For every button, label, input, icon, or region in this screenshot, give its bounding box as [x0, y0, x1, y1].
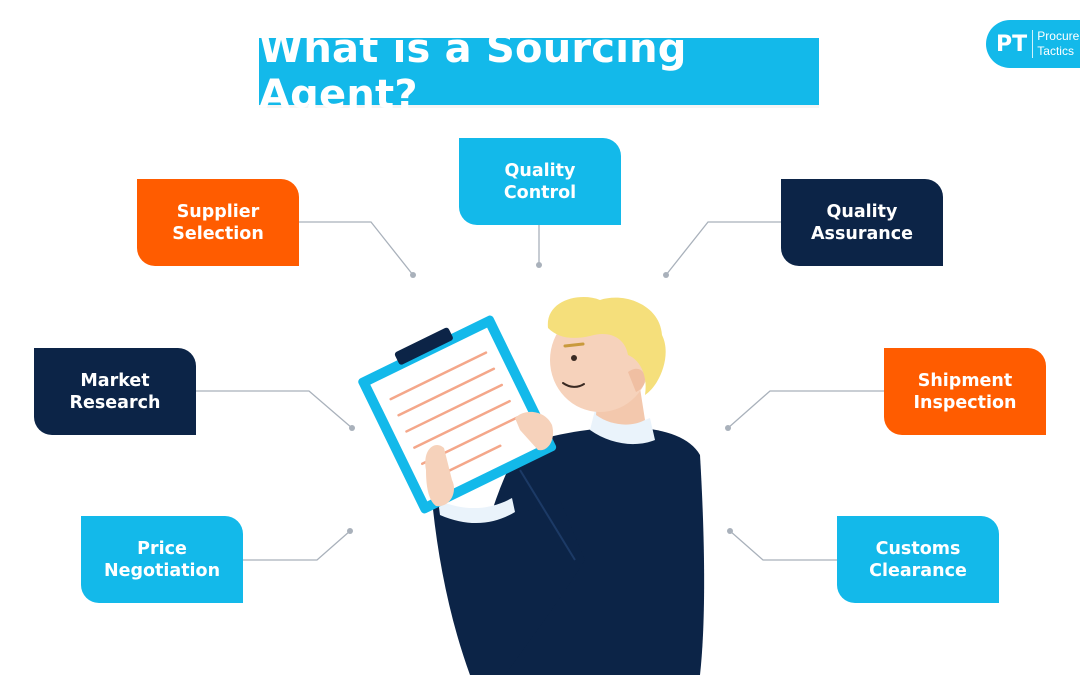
connector-dot-supplier-selection [410, 272, 416, 278]
shirt-cuff [438, 498, 515, 524]
suit-sleeve [432, 500, 585, 675]
role-label: Quality Control [503, 160, 577, 203]
eyebrow [563, 342, 585, 348]
role-quality-control: Quality Control [459, 138, 621, 225]
role-shipment-inspection: Shipment Inspection [884, 348, 1046, 435]
connector-supplier-selection [299, 221, 414, 276]
logo-line-2: Tactics [1037, 44, 1074, 58]
logo-line-1: Procurement [1037, 29, 1080, 43]
role-label: Price Negotiation [103, 538, 221, 581]
role-market-research: Market Research [34, 348, 196, 435]
hair [547, 297, 666, 395]
logo-wordmark: Procurement Tactics [1037, 29, 1080, 59]
connector-dot-quality-control [536, 262, 542, 268]
connector-customs-clearance [729, 530, 837, 561]
logo: PT Procurement Tactics [986, 20, 1080, 68]
role-supplier-selection: Supplier Selection [137, 179, 299, 266]
role-label: Shipment Inspection [913, 370, 1017, 413]
title-banner: What is a Sourcing Agent? [259, 26, 819, 118]
page-title: What is a Sourcing Agent? [259, 25, 687, 118]
role-label: Customs Clearance [869, 538, 967, 581]
role-label: Quality Assurance [811, 201, 913, 244]
connector-shipment-inspection [727, 390, 884, 429]
connector-price-negotiation [243, 530, 351, 561]
right-hand [515, 411, 554, 451]
eye [571, 355, 577, 361]
connector-market-research [196, 390, 353, 429]
role-label: Market Research [69, 370, 161, 413]
role-label: Supplier Selection [172, 201, 264, 244]
connector-dot-price-negotiation [347, 528, 353, 534]
left-hand [425, 444, 455, 507]
connector-quality-assurance [665, 221, 781, 276]
role-price-negotiation: Price Negotiation [81, 516, 243, 603]
connector-dot-quality-assurance [663, 272, 669, 278]
ear [628, 368, 645, 392]
connector-dot-shipment-inspection [725, 425, 731, 431]
connector-dot-customs-clearance [727, 528, 733, 534]
role-customs-clearance: Customs Clearance [837, 516, 999, 603]
logo-mark: PT [996, 31, 1028, 57]
role-quality-assurance: Quality Assurance [781, 179, 943, 266]
mouth [562, 382, 585, 388]
suit-seam [519, 469, 576, 561]
clipboard-icon [358, 315, 557, 514]
connector-dot-market-research [349, 425, 355, 431]
